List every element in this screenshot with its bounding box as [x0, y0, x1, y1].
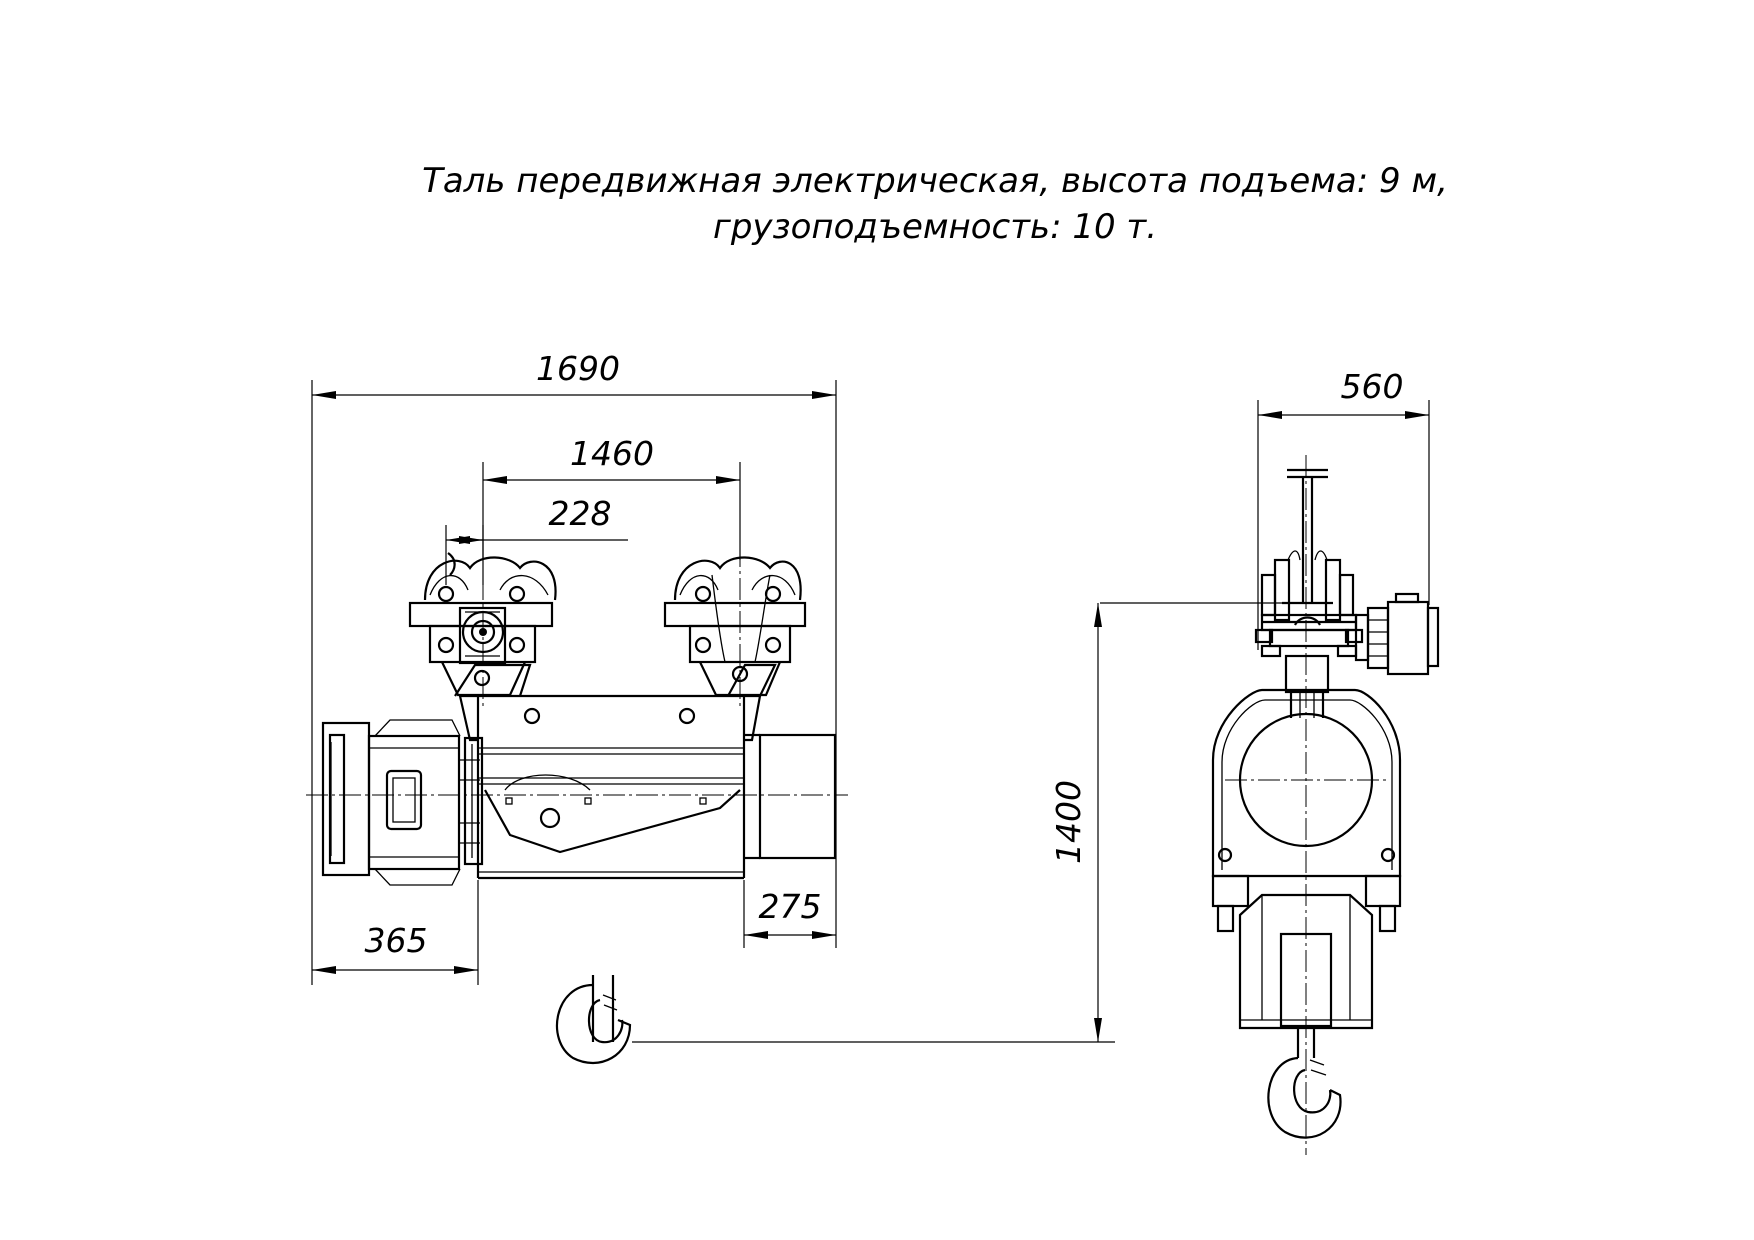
- dim-wheel-offset: 228: [549, 494, 612, 533]
- hanger: [1284, 654, 1330, 718]
- hoist-motor: [321, 719, 484, 886]
- dim-width: 560: [1341, 367, 1404, 406]
- end-view: [1211, 455, 1440, 1155]
- dim-drum-end: 275: [759, 887, 822, 926]
- hook-end: [1267, 1028, 1342, 1139]
- dimensions-end: 560 1400: [632, 367, 1430, 1043]
- dim-wheel-base: 1460: [570, 434, 654, 473]
- dimensions-side: 1690 1460 228 365 275: [311, 349, 837, 985]
- dim-motor-length: 365: [365, 921, 428, 960]
- dim-overall-length: 1690: [536, 349, 620, 388]
- dim-height: 1400: [1049, 780, 1088, 864]
- i-beam: [1282, 468, 1333, 605]
- title-line-1: Таль передвижная электрическая, высота п…: [422, 161, 1448, 201]
- side-view: [306, 545, 848, 1064]
- right-trolley: [663, 556, 807, 697]
- hook-side: [555, 975, 632, 1064]
- trolley-end: [1254, 550, 1440, 676]
- trolley-brackets: [454, 663, 777, 742]
- drum-frame: [476, 694, 837, 880]
- title-line-2: грузоподъемность: 10 т.: [713, 207, 1157, 247]
